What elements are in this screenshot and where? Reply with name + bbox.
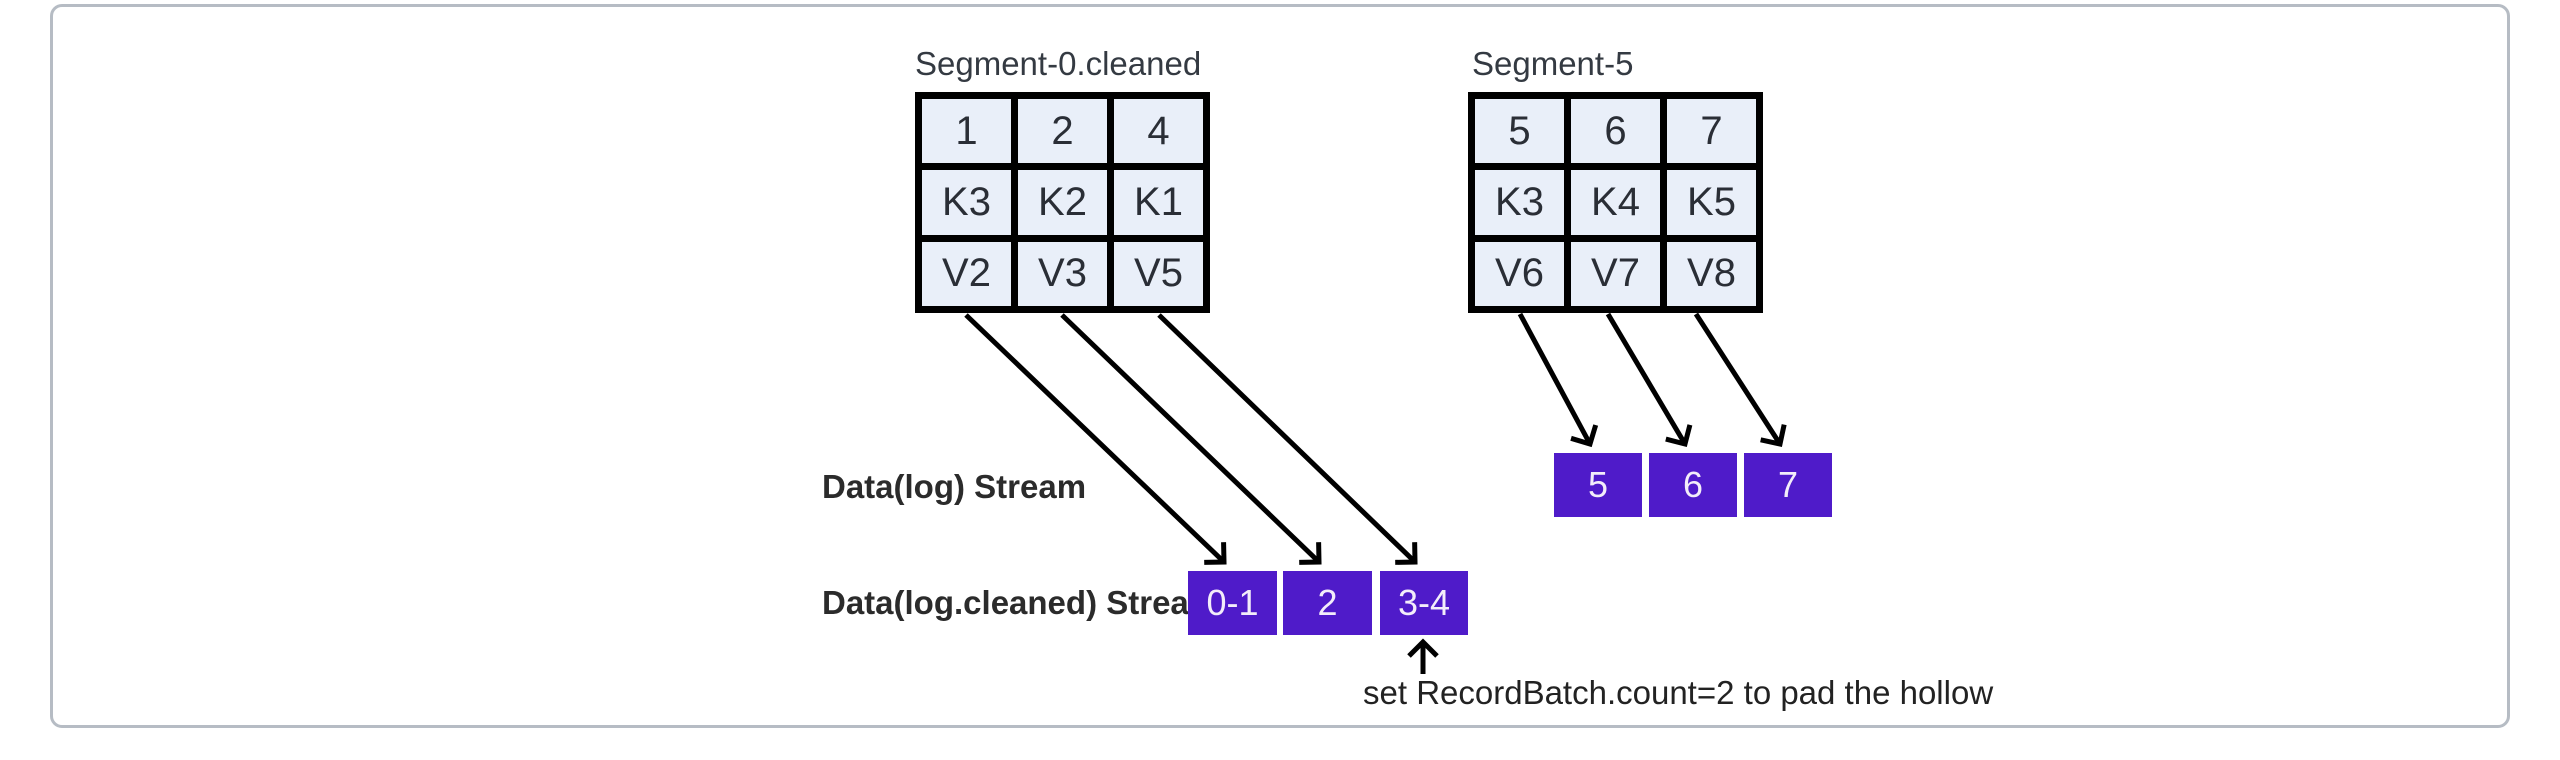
cleaned-stream-batch: 0-1 xyxy=(1188,571,1277,635)
segment-0-table: 1 2 4 K3 K2 K1 V2 V3 V5 xyxy=(915,92,1210,313)
log-stream-batch: 5 xyxy=(1554,453,1642,517)
cleaned-stream-batch: 3-4 xyxy=(1380,571,1468,635)
data-log-cleaned-stream-label: Data(log.cleaned) Stream xyxy=(822,584,1219,621)
table-cell: 2 xyxy=(1018,99,1107,164)
segment-5-title: Segment-5 xyxy=(1472,45,1634,82)
table-cell: K3 xyxy=(922,170,1011,235)
annotation-text: set RecordBatch.count=2 to pad the hollo… xyxy=(1363,674,1994,711)
table-cell: 7 xyxy=(1667,99,1756,164)
table-cell: V7 xyxy=(1571,241,1660,306)
table-cell: V3 xyxy=(1018,241,1107,306)
cleaned-stream-batch: 2 xyxy=(1283,571,1372,635)
table-cell: 5 xyxy=(1475,99,1564,164)
table-cell: K4 xyxy=(1571,170,1660,235)
table-cell: K2 xyxy=(1018,170,1107,235)
segment-0-title: Segment-0.cleaned xyxy=(915,45,1202,82)
table-cell: K1 xyxy=(1114,170,1203,235)
log-stream-batch: 7 xyxy=(1744,453,1832,517)
table-cell: V5 xyxy=(1114,241,1203,306)
table-cell: V8 xyxy=(1667,241,1756,306)
diagram-card xyxy=(50,4,2510,728)
table-cell: K5 xyxy=(1667,170,1756,235)
table-cell: V2 xyxy=(922,241,1011,306)
table-cell: V6 xyxy=(1475,241,1564,306)
segment-5-table: 5 6 7 K3 K4 K5 V6 V7 V8 xyxy=(1468,92,1763,313)
log-stream-batch: 6 xyxy=(1649,453,1737,517)
table-cell: 6 xyxy=(1571,99,1660,164)
table-cell: K3 xyxy=(1475,170,1564,235)
data-log-stream-label: Data(log) Stream xyxy=(822,468,1087,505)
table-cell: 1 xyxy=(922,99,1011,164)
table-cell: 4 xyxy=(1114,99,1203,164)
